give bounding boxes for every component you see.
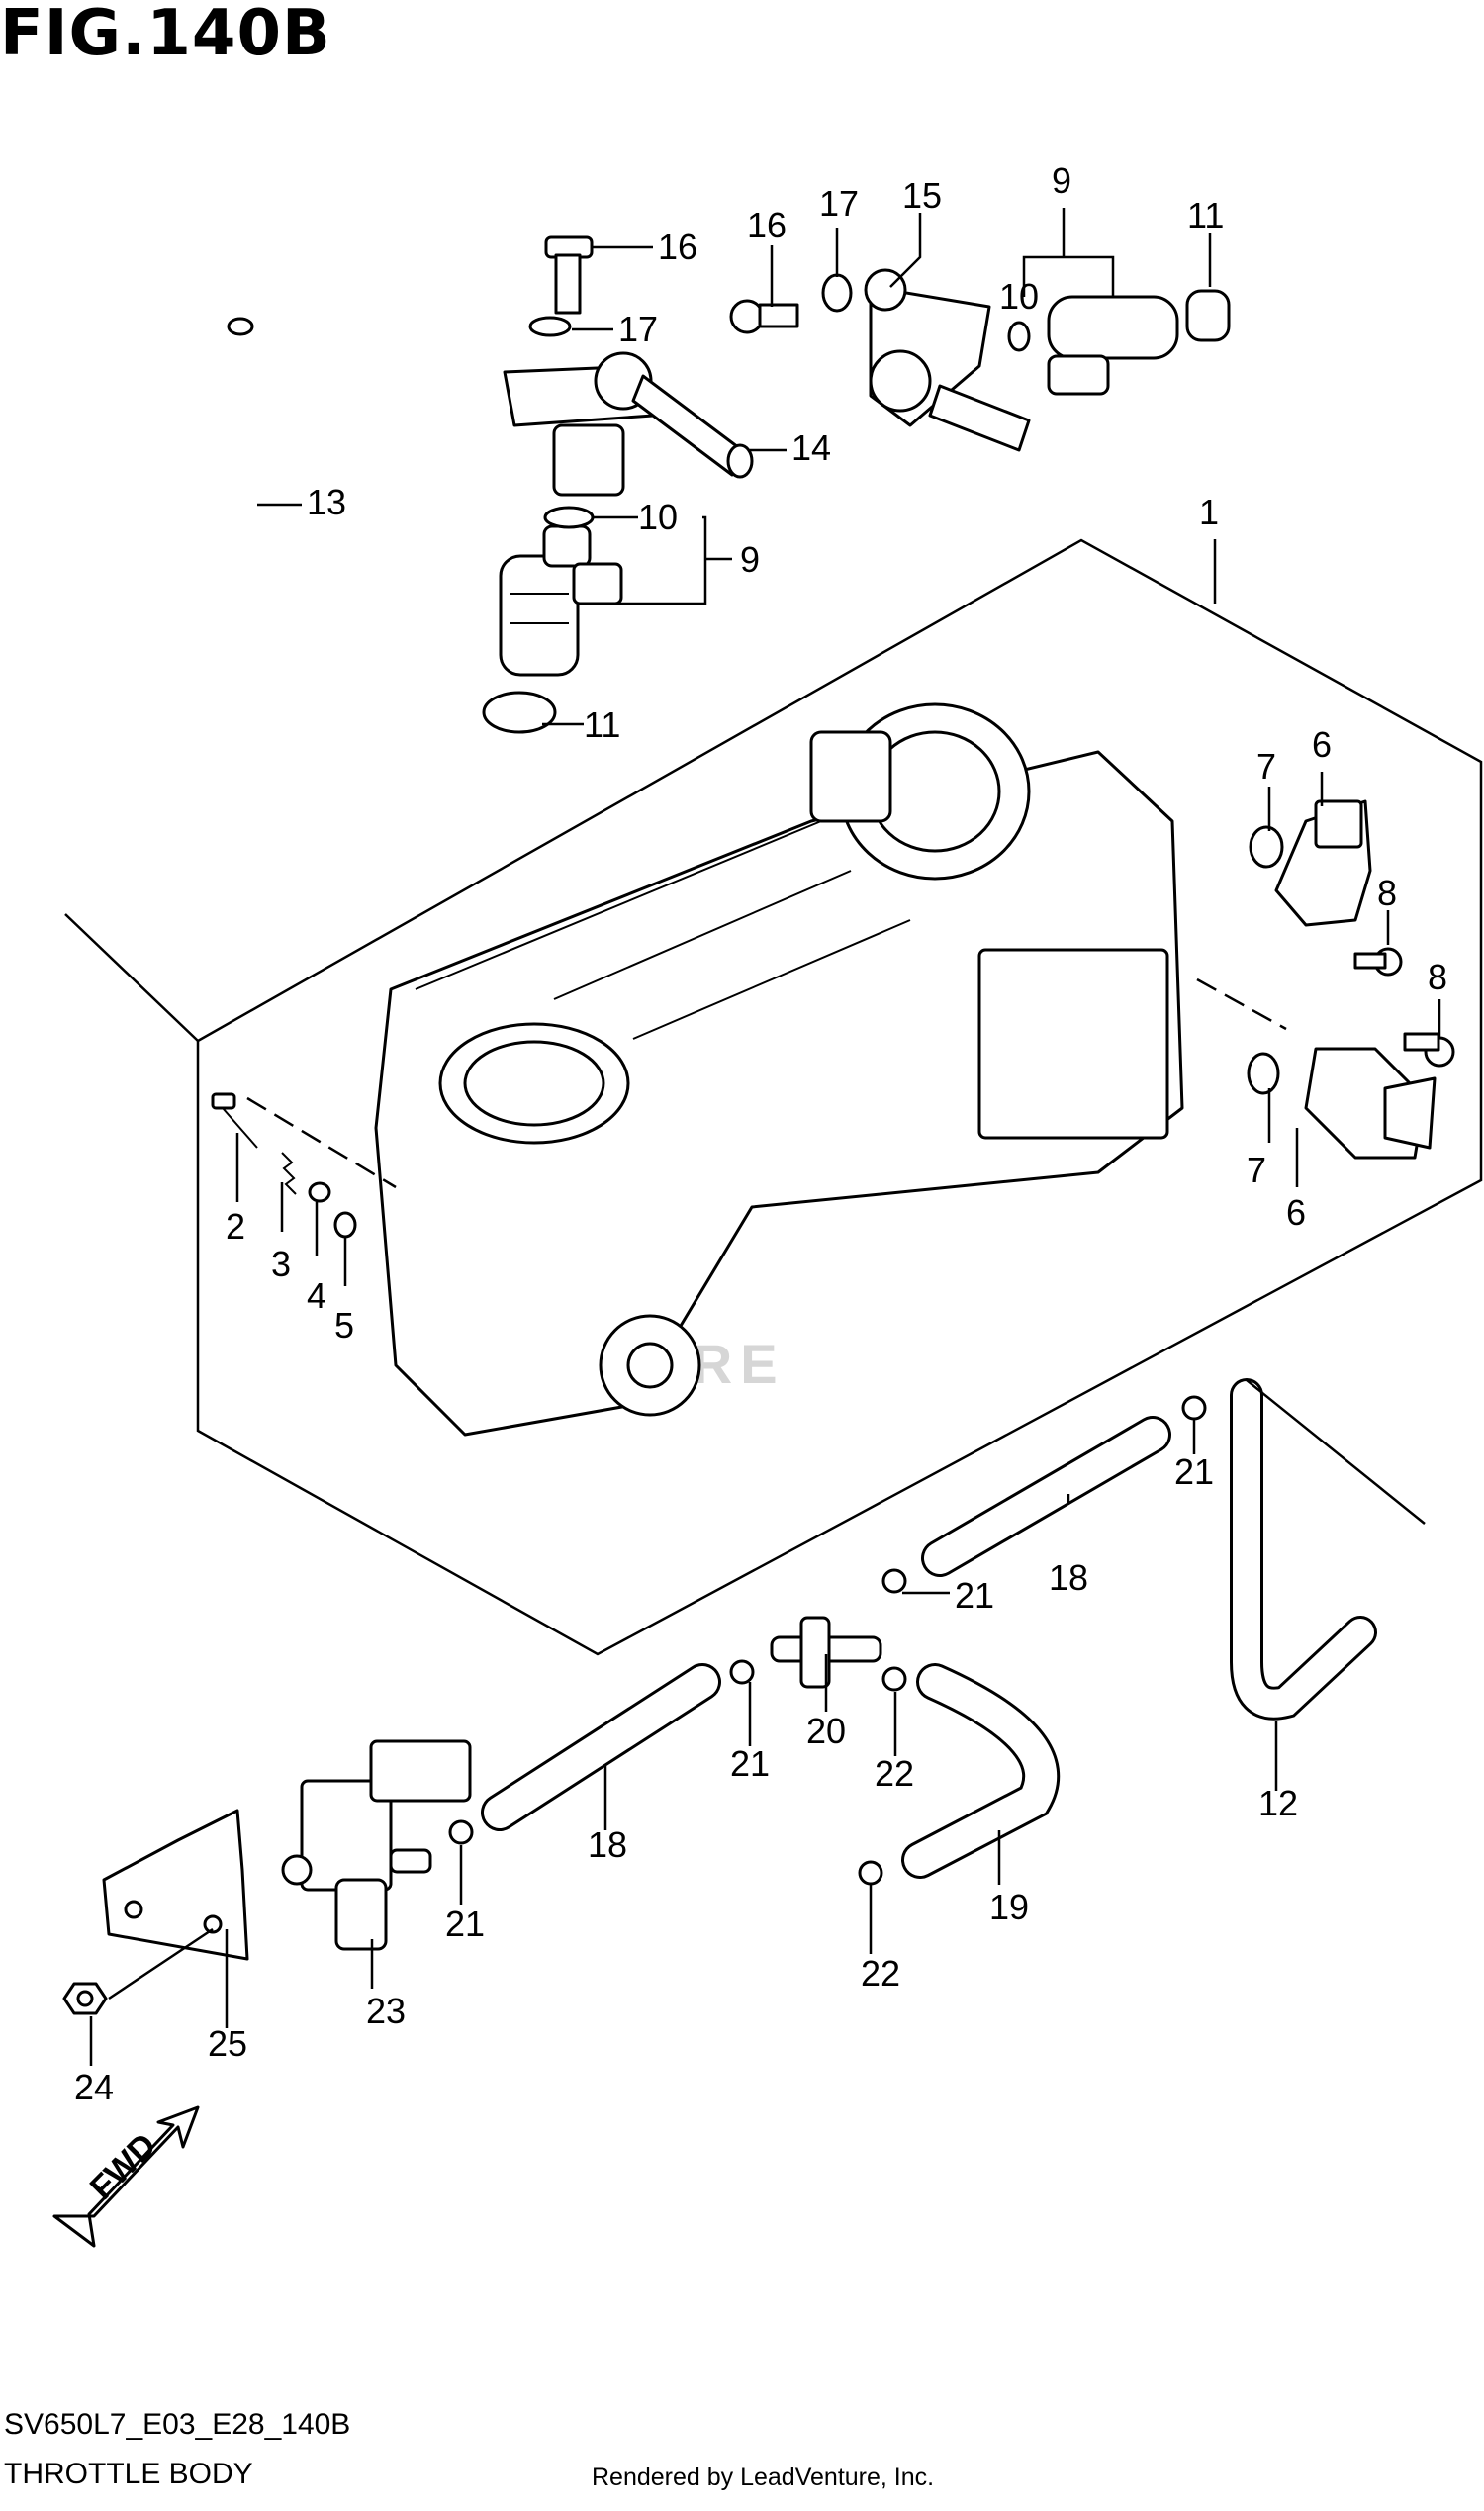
callout-23: 23: [366, 1991, 406, 2031]
joint-20: [770, 1616, 882, 1689]
callout-15: 15: [902, 175, 942, 216]
callout-6b: 6: [1286, 1192, 1306, 1233]
throttle-body: [374, 702, 1184, 1437]
seal-10: [543, 506, 595, 529]
leader-lines: [89, 208, 1441, 2066]
callout-7a: 7: [1256, 746, 1276, 787]
callout-25: 25: [208, 2023, 247, 2064]
callout-13: 13: [307, 482, 346, 522]
callout-labels: 1 2 3 4 5 6 6 7 7 8 8 9 9 10 10 11 11 12…: [74, 160, 1447, 2107]
callout-24: 24: [74, 2067, 114, 2107]
callout-14: 14: [791, 427, 831, 468]
screw-16b: [729, 299, 799, 334]
cushion-11b: [1185, 289, 1231, 342]
screw-8b: [1403, 1032, 1455, 1068]
callout-11a: 11: [1187, 195, 1224, 235]
callout-9a: 9: [1052, 160, 1071, 201]
callout-8a: 8: [1377, 873, 1397, 913]
callout-16b: 16: [747, 205, 787, 245]
spring-3: [281, 1152, 297, 1195]
seal-10b: [1007, 321, 1031, 352]
screw-16: [544, 235, 594, 315]
fwd-arrow-icon: FWD: [52, 2105, 200, 2248]
clamp-21b: [881, 1568, 907, 1594]
clamp-21a: [1181, 1395, 1207, 1421]
callout-8b: 8: [1428, 957, 1447, 997]
callout-9b: 9: [740, 539, 760, 580]
callout-21b: 21: [955, 1575, 994, 1616]
callout-10b: 10: [638, 497, 678, 537]
screw-2: [211, 1092, 258, 1149]
callout-19: 19: [989, 1887, 1029, 1927]
figure-title: FIG.140B: [0, 0, 331, 70]
callout-6a: 6: [1312, 724, 1332, 765]
callout-10a: 10: [999, 276, 1039, 317]
callout-17b: 17: [819, 183, 859, 224]
oring-5: [333, 1211, 357, 1239]
sensor-6a: [1274, 799, 1372, 927]
callout-3: 3: [271, 1244, 291, 1284]
hose-19: [901, 1663, 1061, 1879]
screw-8a: [1353, 947, 1403, 976]
callout-20: 20: [806, 1711, 846, 1751]
solenoid-valve-23: [281, 1739, 472, 1951]
hose-13: [105, 313, 254, 892]
cushion-11: [482, 691, 557, 734]
fuel-injector: [499, 524, 623, 677]
render-credit: Rendered by LeadVenture, Inc.: [592, 2464, 935, 2491]
callout-22a: 22: [875, 1753, 914, 1794]
bracket-25: [102, 1809, 249, 1961]
callout-12: 12: [1258, 1783, 1298, 1823]
oring-7a: [1249, 825, 1284, 869]
callout-18a: 18: [1049, 1557, 1088, 1598]
delivery-pipe-15: [864, 268, 1031, 452]
callout-21c: 21: [730, 1743, 770, 1784]
fuel-injector-b: [1047, 295, 1179, 396]
callout-11b: 11: [584, 704, 620, 745]
nut-24: [62, 1982, 108, 2015]
callout-7b: 7: [1247, 1150, 1266, 1190]
figure-code: SV650L7_E03_E28_140B: [4, 2408, 351, 2441]
hose-18b: [481, 1663, 721, 1831]
callout-4: 4: [307, 1275, 326, 1316]
figure-name: THROTTLE BODY: [4, 2458, 253, 2490]
sensor-6b: [1304, 1047, 1437, 1160]
oring-7b: [1247, 1052, 1280, 1095]
callout-5: 5: [334, 1305, 354, 1346]
callout-2: 2: [226, 1206, 245, 1247]
clamp-21c: [729, 1659, 755, 1685]
delivery-pipe-14: [503, 351, 754, 497]
clamp-22a: [881, 1666, 907, 1692]
callout-1: 1: [1199, 492, 1219, 532]
callout-21d: 21: [445, 1904, 485, 1944]
hose-12: [1230, 1378, 1377, 1720]
washer-17b: [821, 273, 853, 313]
callout-21a: 21: [1174, 1451, 1214, 1492]
callout-18b: 18: [588, 1824, 627, 1865]
washer-4: [308, 1181, 331, 1203]
assembly-outline: [196, 538, 1483, 1656]
fwd-label: FWD: [83, 2126, 164, 2207]
callout-17a: 17: [618, 309, 658, 349]
hose-18a: [921, 1416, 1171, 1577]
callout-22b: 22: [861, 1953, 900, 1994]
clamp-22b: [858, 1860, 883, 1886]
callout-16a: 16: [658, 227, 697, 267]
clamp-21d: [448, 1819, 474, 1845]
washer-17: [528, 316, 572, 337]
